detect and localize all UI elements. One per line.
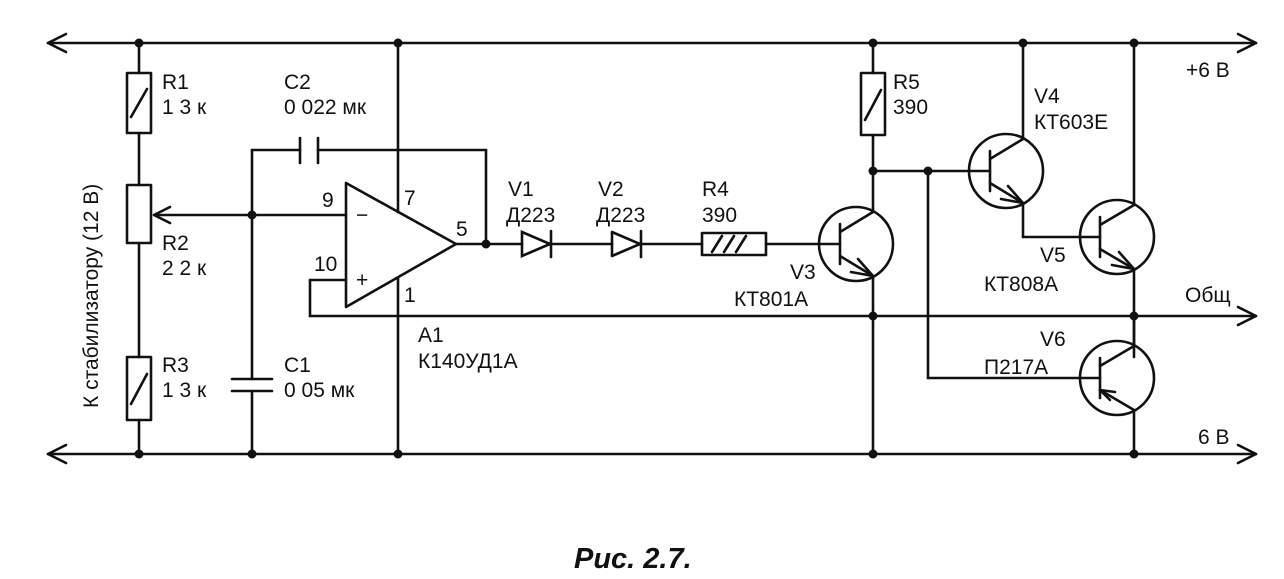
c1-ref: C1	[284, 354, 311, 377]
r1-value: 1 3 к	[162, 96, 207, 119]
transistor-v4-symbol	[967, 41, 1102, 239]
diode-v1-symbol	[520, 229, 554, 259]
transistor-v3-symbol	[817, 169, 895, 456]
v2-ref: V2	[598, 178, 624, 201]
junction-dots	[134, 38, 1139, 459]
common-rail	[308, 305, 1258, 327]
transistor-v6-symbol	[1078, 314, 1156, 456]
transistor-v5-symbol	[1078, 41, 1156, 359]
r2-value: 2 2 к	[162, 257, 207, 280]
v5-ref: V5	[1040, 244, 1066, 267]
negative-rail	[46, 443, 1258, 465]
resistor-r3-symbol	[125, 355, 153, 422]
c1-value: 0 05 мк	[284, 379, 355, 402]
opamp-pin-1: 1	[404, 284, 416, 307]
r5-value: 390	[893, 96, 928, 119]
r1-ref: R1	[162, 71, 189, 94]
r4-value: 390	[702, 204, 737, 227]
c2-ref: C2	[284, 71, 311, 94]
v4-ref: V4	[1034, 85, 1060, 108]
c2-value: 0 022 мк	[284, 96, 367, 119]
opamp-minus-sign: −	[356, 204, 368, 227]
resistor-r4-symbol	[700, 231, 768, 257]
input-label: К стабилизатору (12 В)	[80, 184, 103, 408]
v3-value: КТ801А	[734, 288, 808, 311]
a1-ref: A1	[418, 324, 444, 347]
capacitor-c2-symbol	[298, 136, 320, 165]
v2-value: Д223	[596, 204, 645, 227]
c1-c2-wiring	[250, 148, 488, 456]
v1-value: Д223	[506, 204, 555, 227]
r3-value: 1 3 к	[162, 379, 207, 402]
v5-value: КТ808А	[984, 273, 1058, 296]
negative-rail-label: 6 В	[1198, 426, 1230, 449]
opamp-pin-9: 9	[322, 189, 334, 212]
v3-ref: V3	[790, 261, 816, 284]
r3-ref: R3	[162, 354, 189, 377]
common-rail-label: Общ	[1185, 284, 1231, 307]
opamp-a1-symbol	[308, 41, 524, 456]
resistor-r5-symbol	[859, 41, 887, 173]
v1-ref: V1	[508, 178, 534, 201]
opamp-plus-sign: +	[356, 269, 368, 292]
v6-ref: V6	[1040, 328, 1066, 351]
r4-ref: R4	[702, 178, 729, 201]
capacitor-c1-symbol	[230, 377, 274, 393]
v6-value: П217А	[984, 356, 1048, 379]
v4-value: КТ603Е	[1034, 111, 1108, 134]
resistor-r1-symbol	[125, 71, 153, 135]
positive-rail	[46, 32, 1258, 54]
r5-ref: R5	[893, 71, 920, 94]
r2-ref: R2	[162, 232, 189, 255]
opamp-pin-7: 7	[404, 187, 416, 210]
diode-v2-symbol	[610, 229, 643, 259]
opamp-pin-10: 10	[314, 253, 337, 276]
a1-value: К140УД1А	[418, 350, 518, 373]
figure-caption: Рис. 2.7.	[574, 543, 692, 575]
opamp-pin-5: 5	[456, 218, 468, 241]
resistor-r2-symbol	[125, 183, 254, 245]
positive-rail-label: +6 В	[1186, 59, 1230, 82]
